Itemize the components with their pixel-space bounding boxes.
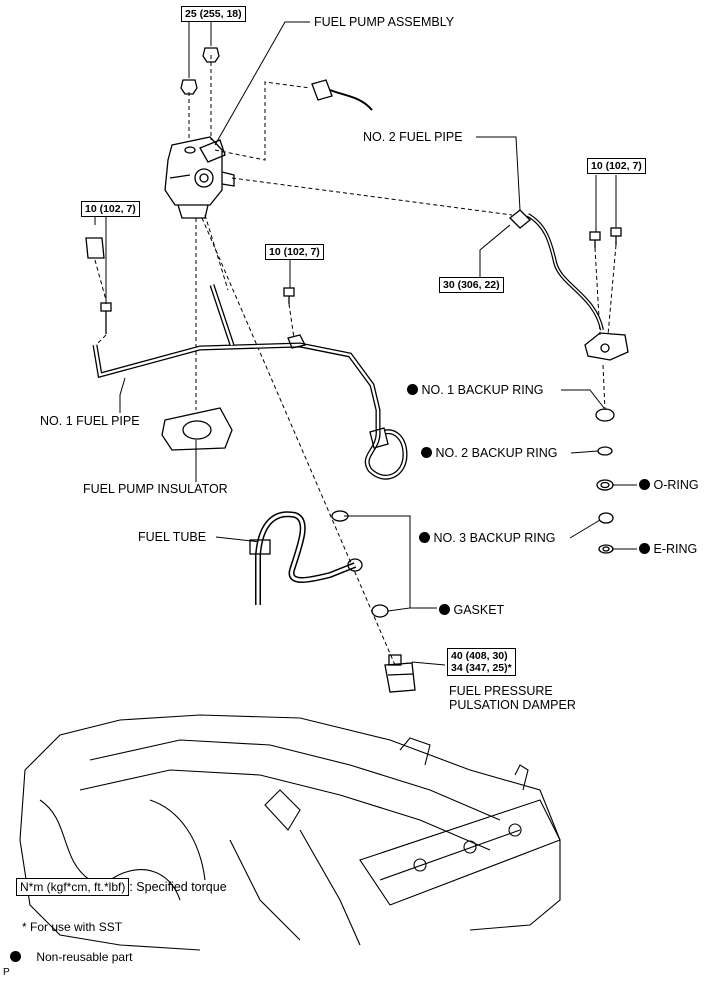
torque-pipe-left: 10 (102, 7) <box>81 201 140 217</box>
label-o-ring-text: O-RING <box>653 478 699 492</box>
alignment-lines <box>94 55 617 666</box>
legend-torque-desc: : Specified torque <box>129 880 227 894</box>
label-no2-backup-ring: NO. 2 BACKUP RING <box>421 446 558 460</box>
no2-fuel-pipe <box>509 209 629 361</box>
label-no1-backup-ring-text: NO. 1 BACKUP RING <box>421 383 544 397</box>
label-no1-fuel-pipe: NO. 1 FUEL PIPE <box>40 414 140 428</box>
legend-torque: N*m (kgf*cm, ft.*lbf): Specified torque <box>16 878 227 896</box>
label-e-ring-text: E-RING <box>653 542 698 556</box>
engine-outline <box>19 714 561 951</box>
pulsation-damper <box>384 654 416 693</box>
non-reusable-dot-icon <box>439 604 450 615</box>
corner-mark: P <box>3 967 10 978</box>
torque-damper-b: 34 (347, 25)* <box>451 662 512 674</box>
torque-damper-a: 40 (408, 30) <box>451 650 508 662</box>
label-o-ring: O-RING <box>639 478 699 492</box>
label-no3-backup-ring-text: NO. 3 BACKUP RING <box>433 531 556 545</box>
torque-damper: 40 (408, 30) 34 (347, 25)* <box>447 648 516 676</box>
legend-torque-key: N*m (kgf*cm, ft.*lbf) <box>16 878 130 896</box>
pump-nuts <box>180 47 220 95</box>
fuel-pump-assembly <box>164 136 235 219</box>
label-gasket-text: GASKET <box>453 603 505 617</box>
label-no2-backup-ring-text: NO. 2 BACKUP RING <box>435 446 558 460</box>
non-reusable-dot-icon <box>639 543 650 554</box>
non-reusable-dot-icon <box>421 447 432 458</box>
no1-fuel-pipe <box>92 334 408 480</box>
legend-non-reusable: Non-reusable part <box>10 950 132 964</box>
label-gasket: GASKET <box>439 603 504 617</box>
label-no2-fuel-pipe: NO. 2 FUEL PIPE <box>363 130 463 144</box>
label-damper-line1: FUEL PRESSURE <box>449 684 553 698</box>
bolts <box>85 227 622 334</box>
rings <box>331 408 615 618</box>
label-no1-backup-ring: NO. 1 BACKUP RING <box>407 383 544 397</box>
label-fuel-pump-insulator: FUEL PUMP INSULATOR <box>83 482 228 496</box>
leader-lines <box>94 21 637 666</box>
label-no3-backup-ring: NO. 3 BACKUP RING <box>419 531 556 545</box>
pump-return-pipe <box>209 284 235 346</box>
wire-connector <box>311 79 373 111</box>
fuel-pump-insulator <box>161 407 233 451</box>
legend-non-reusable-text: Non-reusable part <box>36 950 133 964</box>
label-fuel-pump-assembly: FUEL PUMP ASSEMBLY <box>314 15 455 29</box>
non-reusable-dot-icon <box>407 384 418 395</box>
label-damper-line2: PULSATION DAMPER <box>449 698 576 712</box>
label-damper: FUEL PRESSURE PULSATION DAMPER <box>449 684 576 712</box>
torque-pipe-mid: 10 (102, 7) <box>265 244 324 260</box>
label-e-ring: E-RING <box>639 542 697 556</box>
label-fuel-tube: FUEL TUBE <box>138 530 207 544</box>
torque-union: 30 (306, 22) <box>439 277 504 293</box>
legend-sst-note: * For use with SST <box>22 920 123 934</box>
torque-pump-nut: 25 (255, 18) <box>181 6 246 22</box>
fuel-tube <box>249 511 363 605</box>
non-reusable-dot-icon <box>10 951 21 962</box>
torque-pipe-right: 10 (102, 7) <box>587 158 646 174</box>
non-reusable-dot-icon <box>639 479 650 490</box>
non-reusable-dot-icon <box>419 532 430 543</box>
